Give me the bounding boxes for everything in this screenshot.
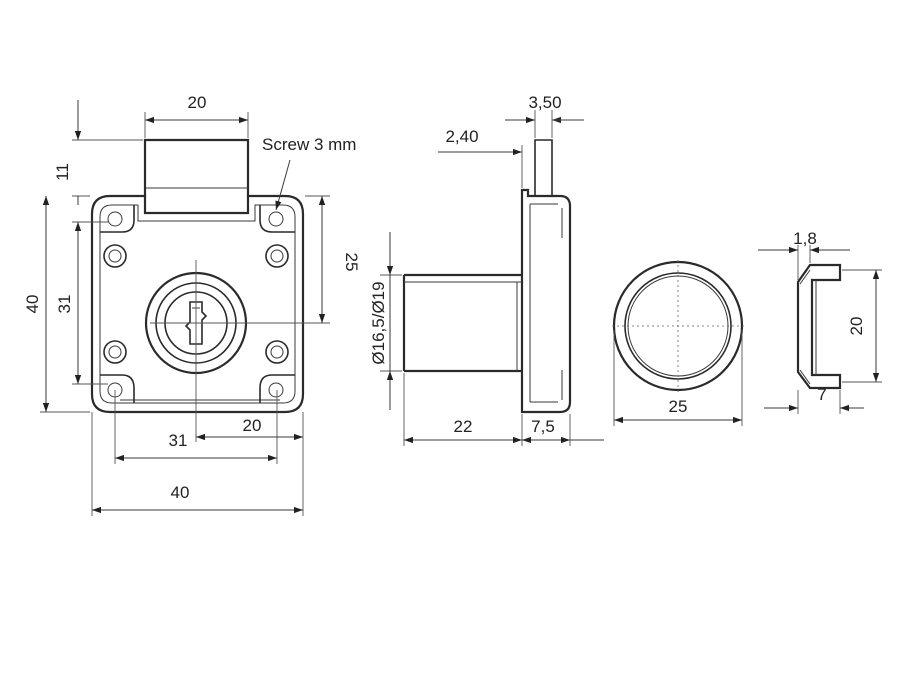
collar-profile bbox=[796, 263, 842, 390]
dim-right-height: 25 bbox=[342, 253, 361, 272]
mounting-hole bbox=[265, 244, 289, 268]
dim-top-width: 20 bbox=[188, 93, 207, 112]
dim-collar-depth: 7 bbox=[817, 385, 826, 404]
dim-cylinder-length: 22 bbox=[454, 417, 473, 436]
dim-hole-horizontal: 31 bbox=[169, 431, 188, 450]
dim-plate-depth: 7,5 bbox=[531, 417, 555, 436]
bolt-tongue bbox=[534, 139, 553, 196]
keyhole-icon bbox=[184, 301, 208, 345]
dim-total-height: 40 bbox=[23, 295, 42, 314]
dim-collar-height: 20 bbox=[847, 317, 866, 336]
mounting-hole bbox=[103, 340, 127, 364]
dim-hole-vertical: 31 bbox=[55, 295, 74, 314]
bolt-tab bbox=[143, 138, 250, 196]
lock-body-plate bbox=[90, 194, 305, 414]
collar-view bbox=[796, 263, 842, 390]
side-plate bbox=[520, 188, 572, 414]
dim-top-height: 11 bbox=[53, 163, 72, 181]
dim-total-width: 40 bbox=[171, 483, 190, 502]
ring-view bbox=[612, 260, 744, 392]
front-view bbox=[90, 138, 330, 442]
collar-dimensions: 1,8 20 7 bbox=[758, 229, 882, 414]
mounting-hole bbox=[265, 340, 289, 364]
side-cylinder bbox=[402, 273, 522, 373]
screw-note: Screw 3 mm bbox=[262, 135, 356, 154]
front-dimensions: 20 11 40 31 25 31 20 40 Screw bbox=[23, 93, 361, 516]
dim-cylinder-diameter: Ø16,5/Ø19 bbox=[369, 281, 388, 364]
dim-center-offset: 20 bbox=[243, 416, 262, 435]
dim-bolt-thickness: 3,50 bbox=[528, 93, 561, 112]
ring-inner bbox=[624, 272, 732, 380]
mounting-hole bbox=[103, 244, 127, 268]
dim-collar-flange: 1,8 bbox=[793, 229, 817, 248]
side-dimensions: 3,50 2,40 Ø16,5/Ø19 22 7,5 bbox=[369, 93, 604, 446]
side-view bbox=[402, 139, 572, 414]
dim-ring-diameter: 25 bbox=[669, 397, 688, 416]
dim-plate-offset: 2,40 bbox=[445, 127, 478, 146]
lock-inner-outline bbox=[99, 204, 296, 404]
ring-dimensions: 25 bbox=[613, 330, 743, 426]
